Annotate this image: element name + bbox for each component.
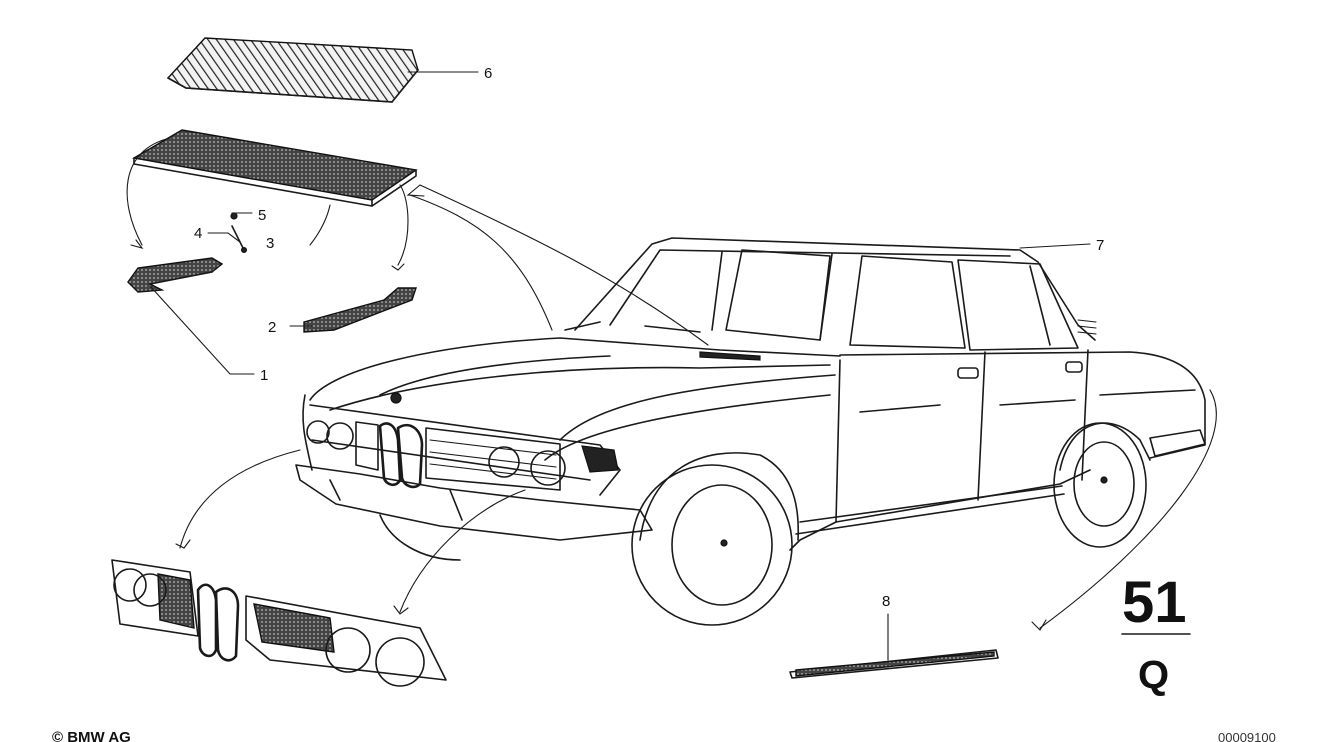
image-number: 00009100 (1218, 730, 1276, 742)
arc-grille-right (399, 489, 526, 613)
arc-left (126, 137, 171, 246)
car-illustration (295, 237, 1206, 626)
part-4-clip (231, 225, 248, 254)
arc-grille-left (179, 449, 301, 549)
callout-1: 1 (260, 367, 268, 384)
arc-right (397, 184, 409, 266)
part-8-trim-strip (789, 649, 999, 679)
grille-assembly (111, 559, 447, 687)
arc-hood-right (419, 184, 709, 346)
callout-8: 8 (882, 593, 890, 610)
callout-4: 4 (194, 225, 202, 242)
group-number: 51 (1122, 570, 1187, 635)
callout-5: 5 (258, 207, 266, 224)
callout-6: 6 (484, 65, 492, 82)
arc-trim (1039, 389, 1217, 629)
group-symbol: Q (1138, 653, 1169, 697)
callout-3: 3 (266, 235, 274, 252)
part-3-panel (131, 129, 418, 207)
callout-7: 7 (1096, 237, 1104, 254)
callout-2: 2 (268, 319, 276, 336)
part-5-clip (230, 212, 238, 220)
part-1-bracket (127, 257, 224, 293)
part-2-bracket (303, 287, 417, 333)
copyright-text: © BMW AG (52, 729, 131, 742)
arc-hood-left (409, 194, 553, 331)
leader-lines (149, 71, 1091, 661)
part-6-hood-insulation (166, 37, 419, 103)
